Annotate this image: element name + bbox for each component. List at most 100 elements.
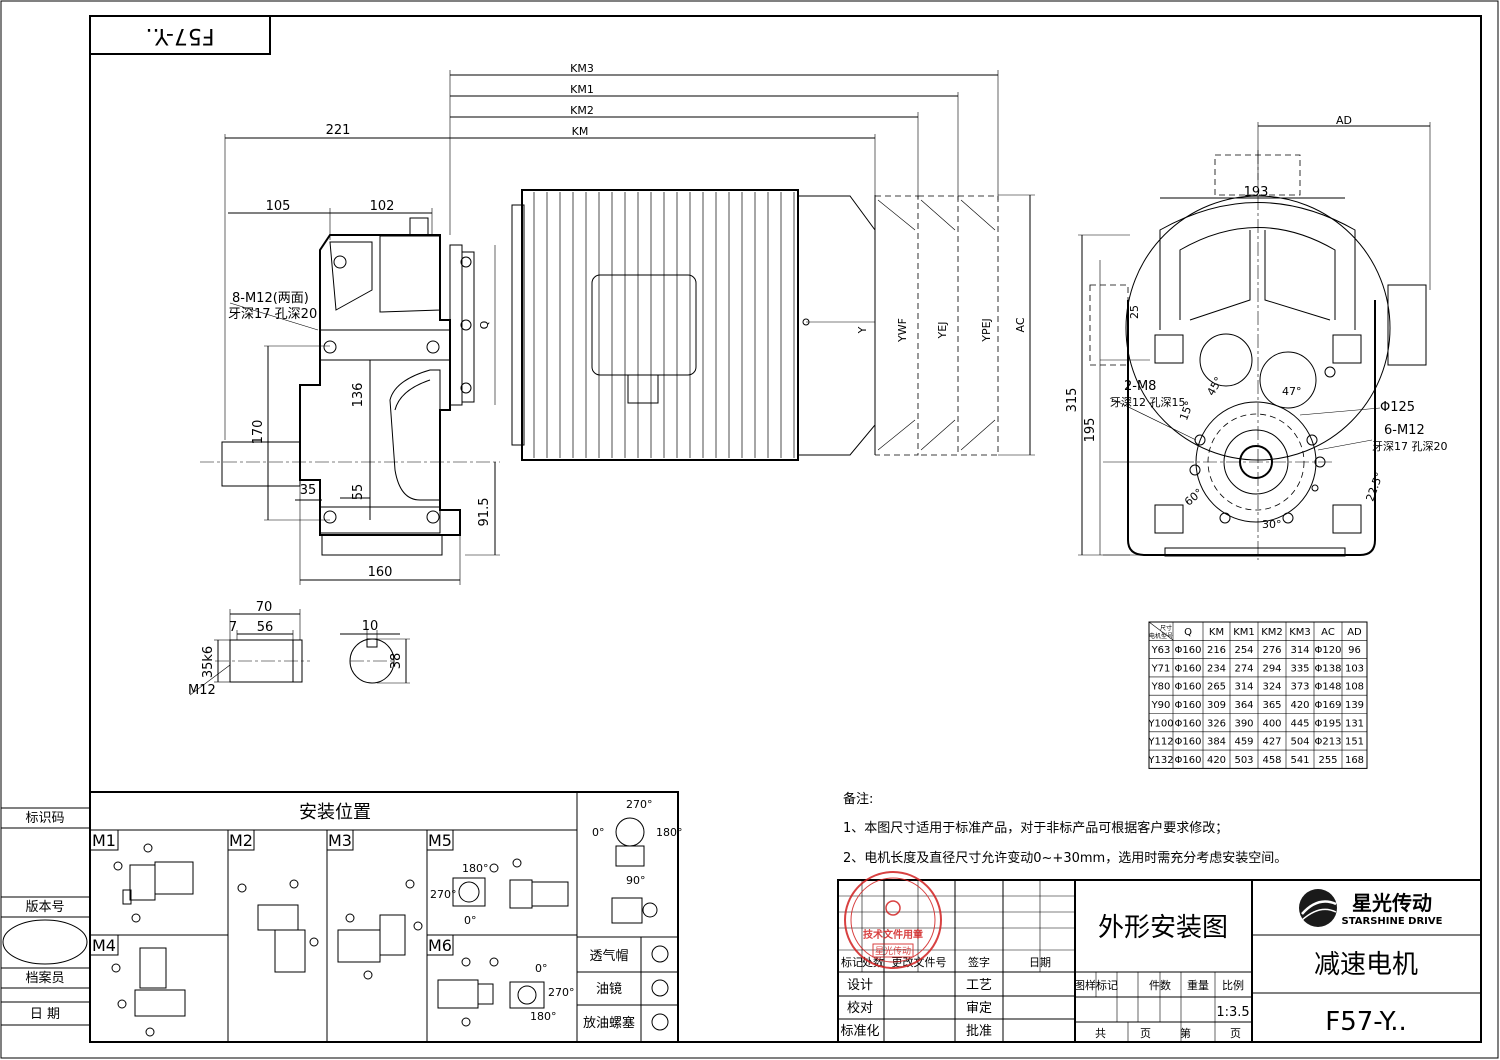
svg-text:M3: M3	[328, 831, 352, 850]
table-header-cell: KM	[1209, 627, 1224, 638]
note-2: 2、电机长度及直径尺寸允许变动0~+30mm，选用时需充分考虑安装空间。	[843, 850, 1287, 866]
tb-approval: 批准	[966, 1024, 992, 1039]
shaft-dim-m12: M12	[188, 683, 216, 698]
mounting-positions: 安装位置 M1 M2 M3 M5 M4 M6 180° 270° 0°	[89, 791, 683, 1043]
motor-side-view: Q Y YWF YEJ YPEJ AC	[449, 189, 1035, 461]
table-cell: Φ195	[1315, 718, 1342, 729]
table-cell: 326	[1207, 718, 1226, 729]
dim-105: 105	[266, 199, 291, 214]
dim-315: 315	[1065, 388, 1080, 413]
tb-date: 日期	[1029, 956, 1051, 969]
callout-8m12-line1: 8-M12(两面)	[232, 291, 309, 306]
table-cell: Y90	[1151, 700, 1171, 711]
stamp-star-icon	[885, 900, 901, 916]
table-cell: 420	[1290, 700, 1309, 711]
label-m3: M3	[326, 829, 354, 851]
angle-47: 47°	[1282, 385, 1302, 398]
table-cell: 445	[1290, 718, 1309, 729]
reference-orientation: 270° 0° 180° 90°	[592, 798, 683, 924]
callout-6m12-line2: 牙深17 孔深20	[1372, 440, 1448, 453]
svg-text:M2: M2	[229, 831, 253, 850]
table-cell: 364	[1234, 700, 1253, 711]
table-header-cell: AD	[1347, 627, 1362, 638]
stamp-title: 技术文件用章	[863, 928, 923, 941]
table-header-cell: KM1	[1233, 627, 1255, 638]
ref-angle-90: 90°	[626, 874, 646, 887]
table-cell: Y100	[1147, 718, 1173, 729]
table-cell: 503	[1234, 755, 1253, 766]
shaft-dim-38: 38	[389, 653, 404, 670]
tb-standardization: 标准化	[840, 1024, 879, 1039]
dim-160: 160	[368, 565, 393, 580]
drawing-name: 外形安装图	[1098, 913, 1228, 943]
tb-pattern-mark: 图样标记	[1074, 978, 1118, 992]
table-cell: 276	[1262, 645, 1281, 656]
company-name-en: STARSHINE DRIVE	[1342, 916, 1443, 927]
note-1: 1、本图尺寸适用于标准产品，对于非标产品可根据客户要求修改；	[843, 820, 1228, 836]
dim-91-5: 91.5	[477, 498, 492, 527]
table-cell: 294	[1262, 663, 1281, 674]
callout-2m8-line1: 2-M8	[1124, 379, 1156, 394]
table-cell: Φ160	[1175, 718, 1202, 729]
table-cell: 255	[1318, 755, 1337, 766]
table-cell: 373	[1290, 682, 1309, 693]
table-cell: 400	[1262, 718, 1281, 729]
table-cell: 139	[1345, 700, 1364, 711]
product-model: F57-Y..	[1325, 1007, 1406, 1037]
ref-angle-270: 270°	[626, 798, 653, 811]
table-cell: 365	[1262, 700, 1281, 711]
tb-approve-review: 审定	[966, 1001, 992, 1016]
angle-15: 15°	[1177, 399, 1196, 422]
dim-km3: KM3	[570, 62, 594, 75]
shaft-dim-10: 10	[362, 619, 379, 634]
label-m5: M5	[426, 829, 454, 851]
m6-angle-180: 180°	[530, 1010, 557, 1023]
shaft-dim-7: 7	[229, 620, 237, 635]
tb-mark: 标记	[841, 955, 863, 969]
dim-35: 35	[300, 483, 317, 498]
left-record-strip: 标识码 版本号 档案员 日 期	[1, 807, 90, 1026]
strip-id-code: 标识码	[25, 811, 64, 826]
table-cell: Y112	[1147, 737, 1173, 748]
table-cell: 274	[1234, 663, 1253, 674]
table-cell: 504	[1290, 737, 1309, 748]
dim-yej: YEJ	[936, 322, 949, 340]
dim-193: 193	[1244, 185, 1269, 200]
table-cell: Φ148	[1315, 682, 1342, 693]
table-cell: Φ160	[1175, 645, 1202, 656]
dim-q: Q	[478, 320, 491, 329]
table-cell: 168	[1345, 755, 1364, 766]
starshine-logo-icon	[1299, 889, 1337, 927]
strip-archivist: 档案员	[25, 971, 64, 986]
svg-text:M4: M4	[92, 936, 116, 955]
table-header-cell: Q	[1184, 627, 1192, 638]
ref-angle-180: 180°	[656, 826, 683, 839]
svg-text:M5: M5	[428, 831, 452, 850]
table-cell: 108	[1345, 682, 1364, 693]
table-cell: 459	[1234, 737, 1253, 748]
angle-30: 30°	[1262, 518, 1282, 531]
table-cell: 420	[1207, 755, 1226, 766]
table-cell: Y71	[1151, 663, 1171, 674]
svg-text:M6: M6	[428, 936, 452, 955]
tb-pages-2: 页	[1230, 1027, 1241, 1040]
dim-ac: AC	[1014, 317, 1027, 332]
svg-text:M1: M1	[92, 831, 116, 850]
m1-sketch	[113, 843, 194, 923]
table-cell: 427	[1262, 737, 1281, 748]
table-cell: 216	[1207, 645, 1226, 656]
callout-8m12-line2: 牙深17 孔深20	[228, 307, 317, 322]
table-cell: 390	[1234, 718, 1253, 729]
legend-drain-plug: 放油螺塞	[583, 1015, 635, 1031]
oil-sight-icon	[651, 979, 669, 997]
table-cell: Φ169	[1315, 700, 1342, 711]
m6-angle-0: 0°	[535, 962, 548, 975]
table-cell: 151	[1345, 737, 1364, 748]
table-cell: 384	[1207, 737, 1226, 748]
dim-ypej: YPEJ	[980, 318, 993, 343]
table-cell: Y132	[1147, 755, 1173, 766]
dim-170: 170	[251, 420, 266, 445]
company-logo: 星光传动 STARSHINE DRIVE	[1299, 889, 1443, 927]
